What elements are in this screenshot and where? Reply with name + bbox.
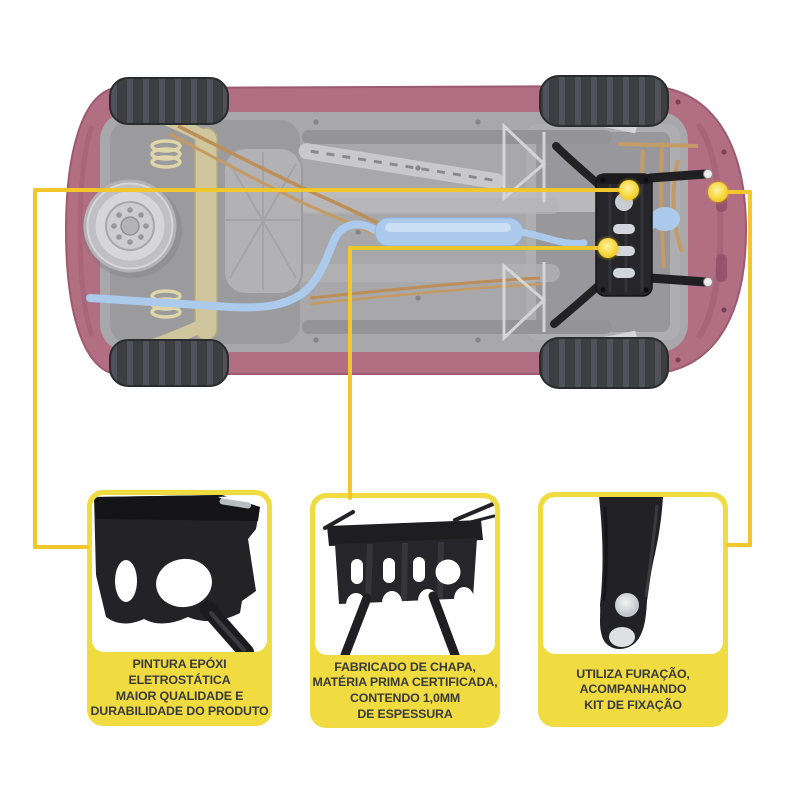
caption-line: DURABILIDADE DO PRODUTO — [90, 704, 269, 719]
caption-line: MATÉRIA PRIMA CERTIFICADA, — [312, 675, 498, 690]
tire-rear-right — [109, 339, 229, 387]
caption-line: DE ESPESSURA — [357, 706, 453, 721]
tire-rear-left — [109, 77, 229, 125]
callout-dot-mounting — [708, 182, 728, 202]
caption-line: KIT DE FIXAÇÃO — [584, 697, 682, 712]
callout-line-material-vertical — [348, 246, 352, 500]
caption-material: FABRICADO DE CHAPA, MATÉRIA PRIMA CERTIF… — [312, 656, 498, 726]
callout-line-mounting-vertical — [748, 190, 752, 547]
caption-line: UTILIZA FURAÇÃO, — [576, 666, 690, 681]
caption-line: ACOMPANHANDO — [579, 682, 687, 697]
bracket-photo-mounting — [543, 497, 723, 654]
coolant-reservoir — [650, 207, 680, 231]
bracket-photo-material — [315, 498, 495, 655]
feature-card-mounting: UTILIZA FURAÇÃO, ACOMPANHANDO KIT DE FIX… — [538, 492, 728, 727]
caption-line: MAIOR QUALIDADE E — [115, 688, 244, 703]
exhaust-system — [86, 207, 680, 312]
callout-line-mounting-horizontal — [716, 190, 752, 194]
caption-paint: PINTURA EPÓXI ELETROSTÁTICA MAIOR QUALID… — [90, 653, 269, 724]
callout-line-mounting-stub — [726, 543, 752, 547]
caption-line: CONTENDO 1,0MM — [349, 691, 461, 705]
tire-front-right — [539, 337, 669, 389]
caption-line: PINTURA EPÓXI — [132, 657, 227, 672]
feature-card-paint: PINTURA EPÓXI ELETROSTÁTICA MAIOR QUALID… — [87, 490, 272, 726]
callout-line-paint-horizontal — [33, 188, 631, 192]
bracket-photo-paint — [92, 495, 267, 652]
caption-mounting: UTILIZA FURAÇÃO, ACOMPANHANDO KIT DE FIX… — [542, 655, 724, 725]
tire-front-left — [539, 75, 669, 127]
callout-line-material-horizontal — [348, 246, 610, 250]
car-underbody-photo — [58, 72, 748, 392]
caption-line: ELETROSTÁTICA — [128, 672, 231, 687]
callout-dot-material — [598, 238, 618, 258]
feature-card-material: FABRICADO DE CHAPA, MATÉRIA PRIMA CERTIF… — [310, 493, 500, 728]
callout-line-paint-vertical — [33, 188, 37, 549]
callout-dot-paint — [619, 180, 639, 200]
fuel-tank — [223, 147, 303, 295]
skid-plate-installed — [550, 142, 713, 328]
coil-spring-rear-top — [150, 139, 182, 169]
caption-line: FABRICADO DE CHAPA, — [334, 659, 476, 674]
tires — [109, 75, 669, 389]
callout-line-paint-stub — [33, 545, 89, 549]
